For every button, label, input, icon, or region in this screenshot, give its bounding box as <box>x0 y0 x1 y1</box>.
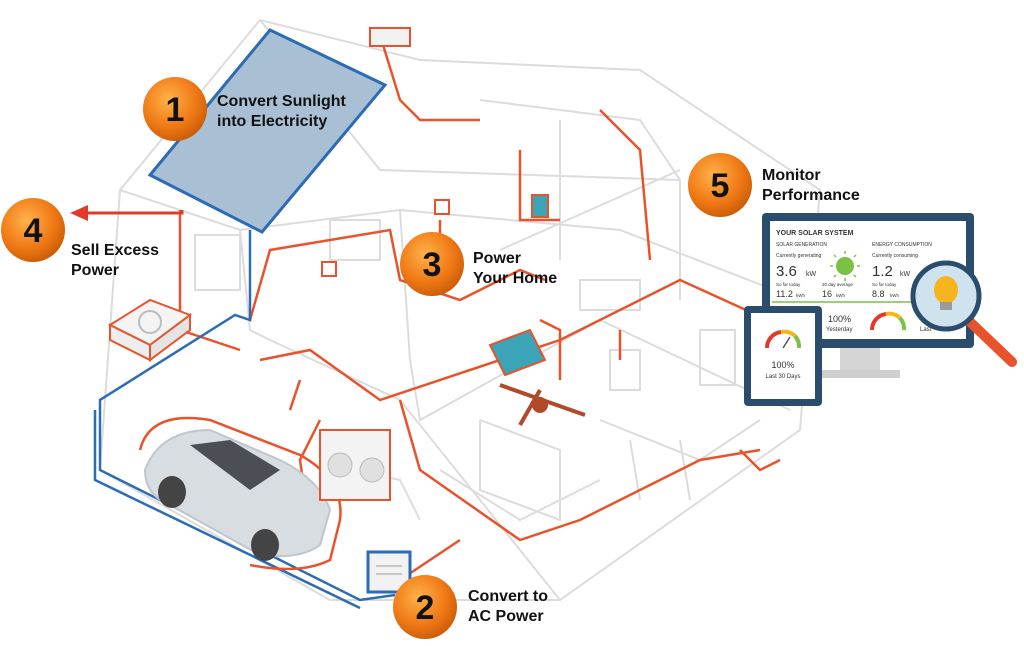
step-badge-5: 5 <box>688 153 752 217</box>
step-badge-2: 2 <box>393 575 457 639</box>
generating-unit: kW <box>806 271 817 278</box>
magnifier-icon <box>910 260 1017 367</box>
svg-text:1: 1 <box>166 91 185 129</box>
step-label-2: Convert to AC Power <box>468 588 548 625</box>
monitor-col1-header: SOLAR GENERATION <box>776 242 827 248</box>
thirty-day-label: 30 day average <box>822 282 854 287</box>
tablet-percent: 100% <box>771 360 794 370</box>
cons-today-value: 8.8 <box>872 289 885 299</box>
step-badge-1: 1 <box>143 77 207 141</box>
so-far-today-label: So far today <box>776 282 801 287</box>
lightbulb-icon <box>934 276 958 310</box>
monitor-title: YOUR SOLAR SYSTEM <box>776 230 854 237</box>
cons-today-unit: kWh <box>890 293 899 298</box>
consuming-unit: kW <box>900 271 911 278</box>
ac-unit <box>107 298 193 362</box>
thirty-day-value: 16 <box>822 289 832 299</box>
wall-picture <box>531 194 549 218</box>
yesterday-percent: 100% <box>828 314 851 324</box>
inverter-box <box>366 550 412 594</box>
so-far-today-label-2: So far today <box>872 282 897 287</box>
television <box>488 328 547 377</box>
lamp <box>321 199 450 277</box>
orange-wiring <box>178 34 791 582</box>
export-arrow <box>70 205 184 221</box>
step-badge-3: 3 <box>400 232 464 296</box>
thirty-day-unit: kWh <box>836 293 845 298</box>
tablet: 100% Last 30 Days <box>744 306 822 406</box>
blue-wiring <box>93 230 396 610</box>
gen-today-unit: kWh <box>796 293 805 298</box>
gauge-icon <box>869 311 907 331</box>
tablet-gauge-icon <box>764 329 802 349</box>
ceiling-fan <box>499 383 586 426</box>
gen-today-value: 11.2 <box>776 289 793 299</box>
yesterday-label: Yesterday <box>826 327 852 333</box>
solar-panel <box>147 28 388 234</box>
chimney <box>369 27 411 47</box>
step-badge-4: 4 <box>1 198 65 262</box>
svg-text:3: 3 <box>423 246 442 284</box>
step-label-3: Power Your Home <box>473 250 558 287</box>
tablet-period: Last 30 Days <box>765 374 800 380</box>
washer-dryer <box>319 429 391 501</box>
sun-icon <box>830 251 860 281</box>
generating-label: Currently generating <box>776 253 822 259</box>
generating-value: 3.6 <box>776 263 797 280</box>
consuming-value: 1.2 <box>872 263 893 280</box>
svg-text:2: 2 <box>416 589 435 627</box>
step-label-4: Sell Excess Power <box>71 242 160 279</box>
last-label: Last <box>920 327 932 333</box>
monitor-col2-header: ENERGY CONSUMPTION <box>872 242 932 248</box>
step-label-1: Convert Sunlight into Electricity <box>217 93 346 130</box>
step-label-5: Monitor Performance <box>762 167 860 204</box>
consuming-label: Currently consuming <box>872 253 918 259</box>
svg-text:4: 4 <box>24 212 43 250</box>
svg-text:5: 5 <box>711 167 730 205</box>
